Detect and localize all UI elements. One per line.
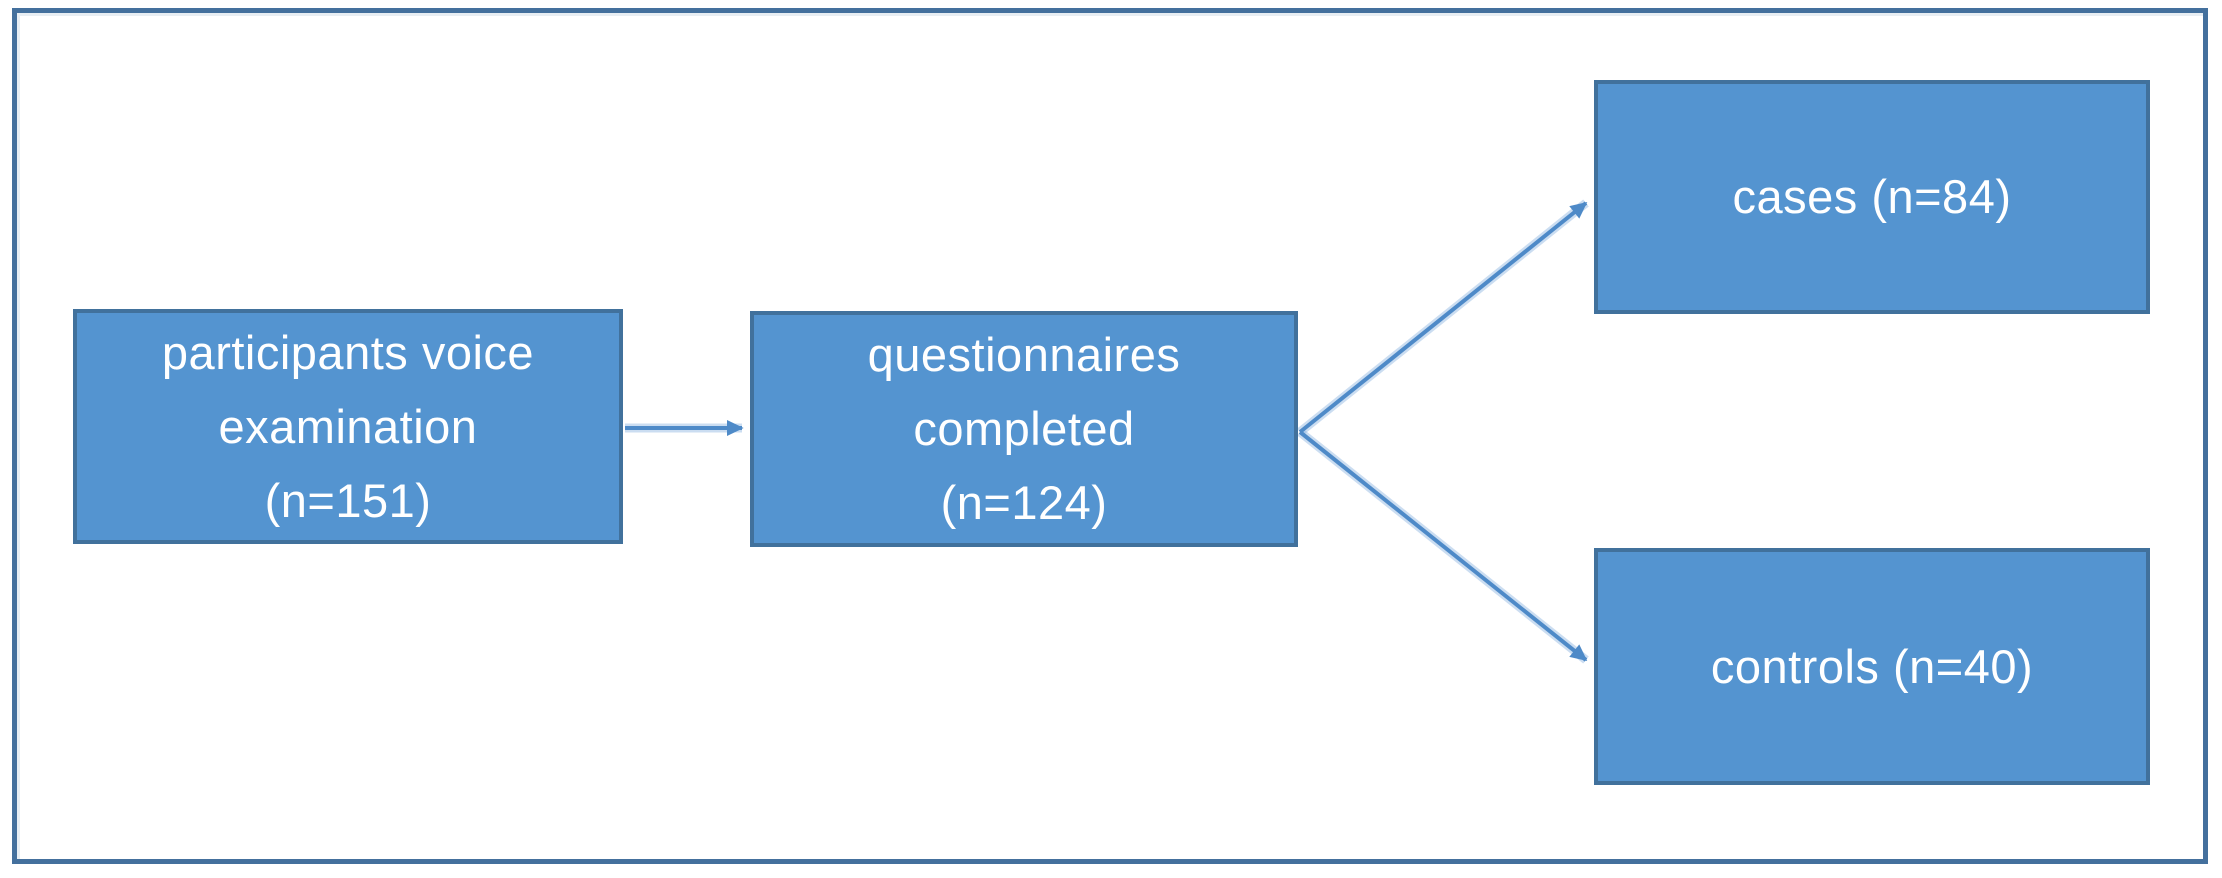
diagram-outer-frame xyxy=(12,8,2208,864)
node-cases: cases (n=84) xyxy=(1594,80,2150,314)
node-questionnaires-completed: questionnaires completed (n=124) xyxy=(750,311,1298,547)
node-participants-voice-examination: participants voice examination (n=151) xyxy=(73,309,623,544)
node-controls: controls (n=40) xyxy=(1594,548,2150,785)
